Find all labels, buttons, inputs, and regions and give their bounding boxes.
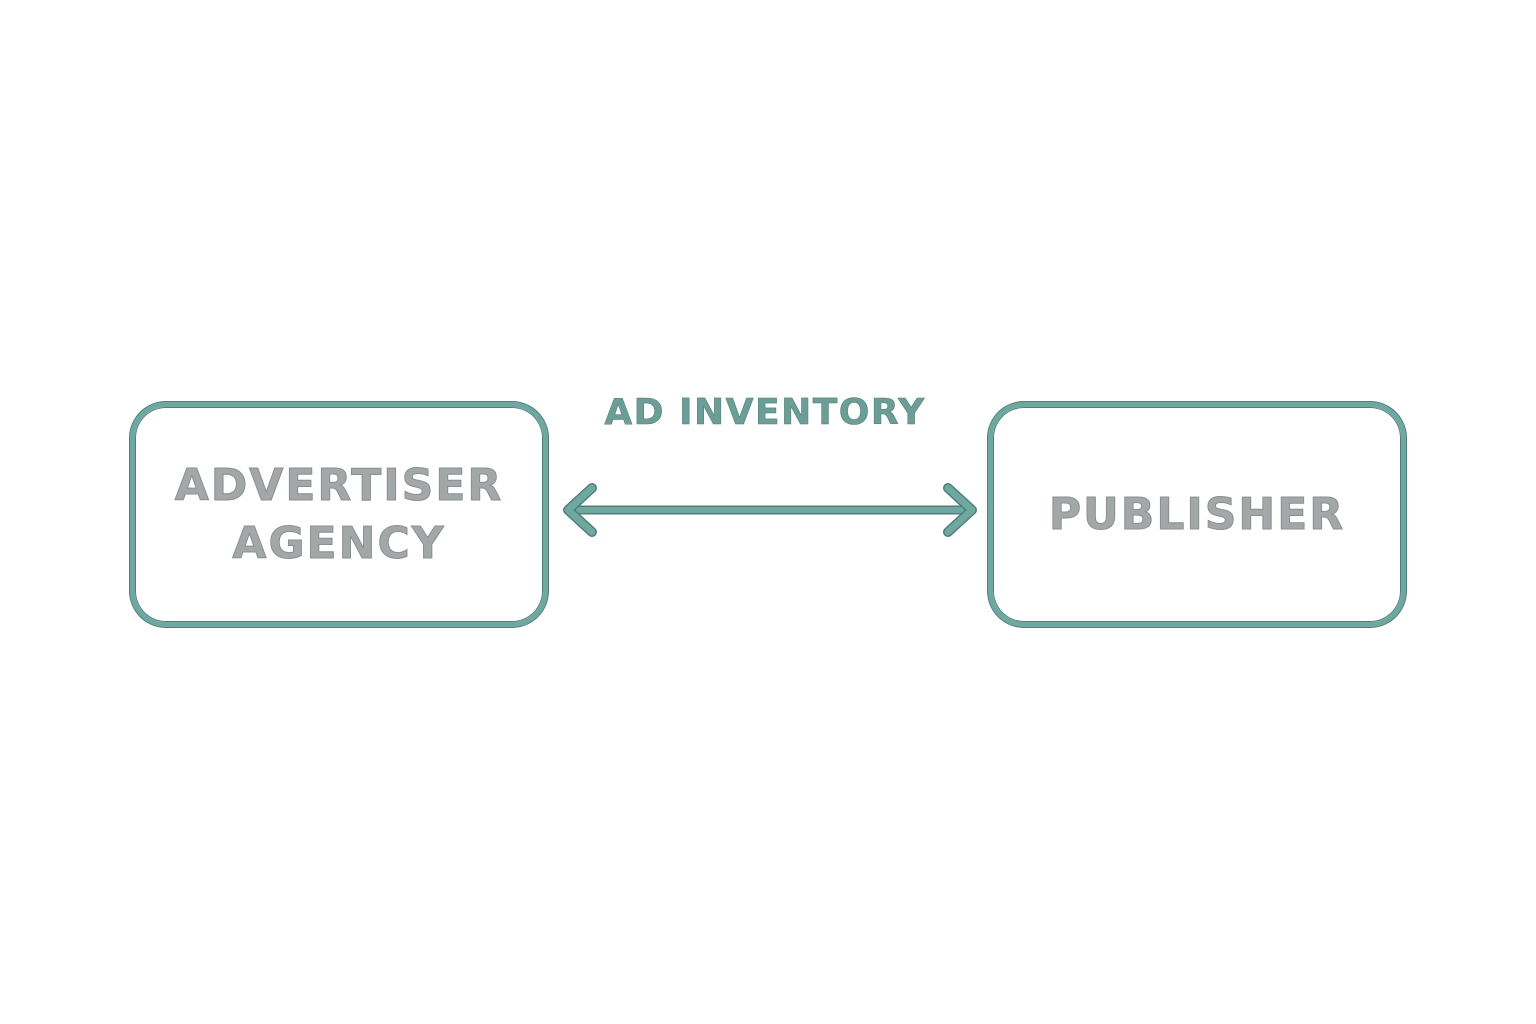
publisher-label: PUBLISHER bbox=[1048, 488, 1346, 540]
advertiser-agency-label-line1: ADVERTISER bbox=[174, 459, 504, 511]
advertiser-agency-label-line2: AGENCY bbox=[232, 517, 446, 569]
arrow-head-left-fill bbox=[564, 484, 596, 536]
ad-inventory-label: AD INVENTORY bbox=[604, 392, 926, 434]
publisher-node: PUBLISHER bbox=[988, 402, 1406, 627]
arrow-head-right-fill bbox=[944, 484, 976, 536]
advertiser-agency-node: ADVERTISER AGENCY bbox=[130, 402, 548, 627]
